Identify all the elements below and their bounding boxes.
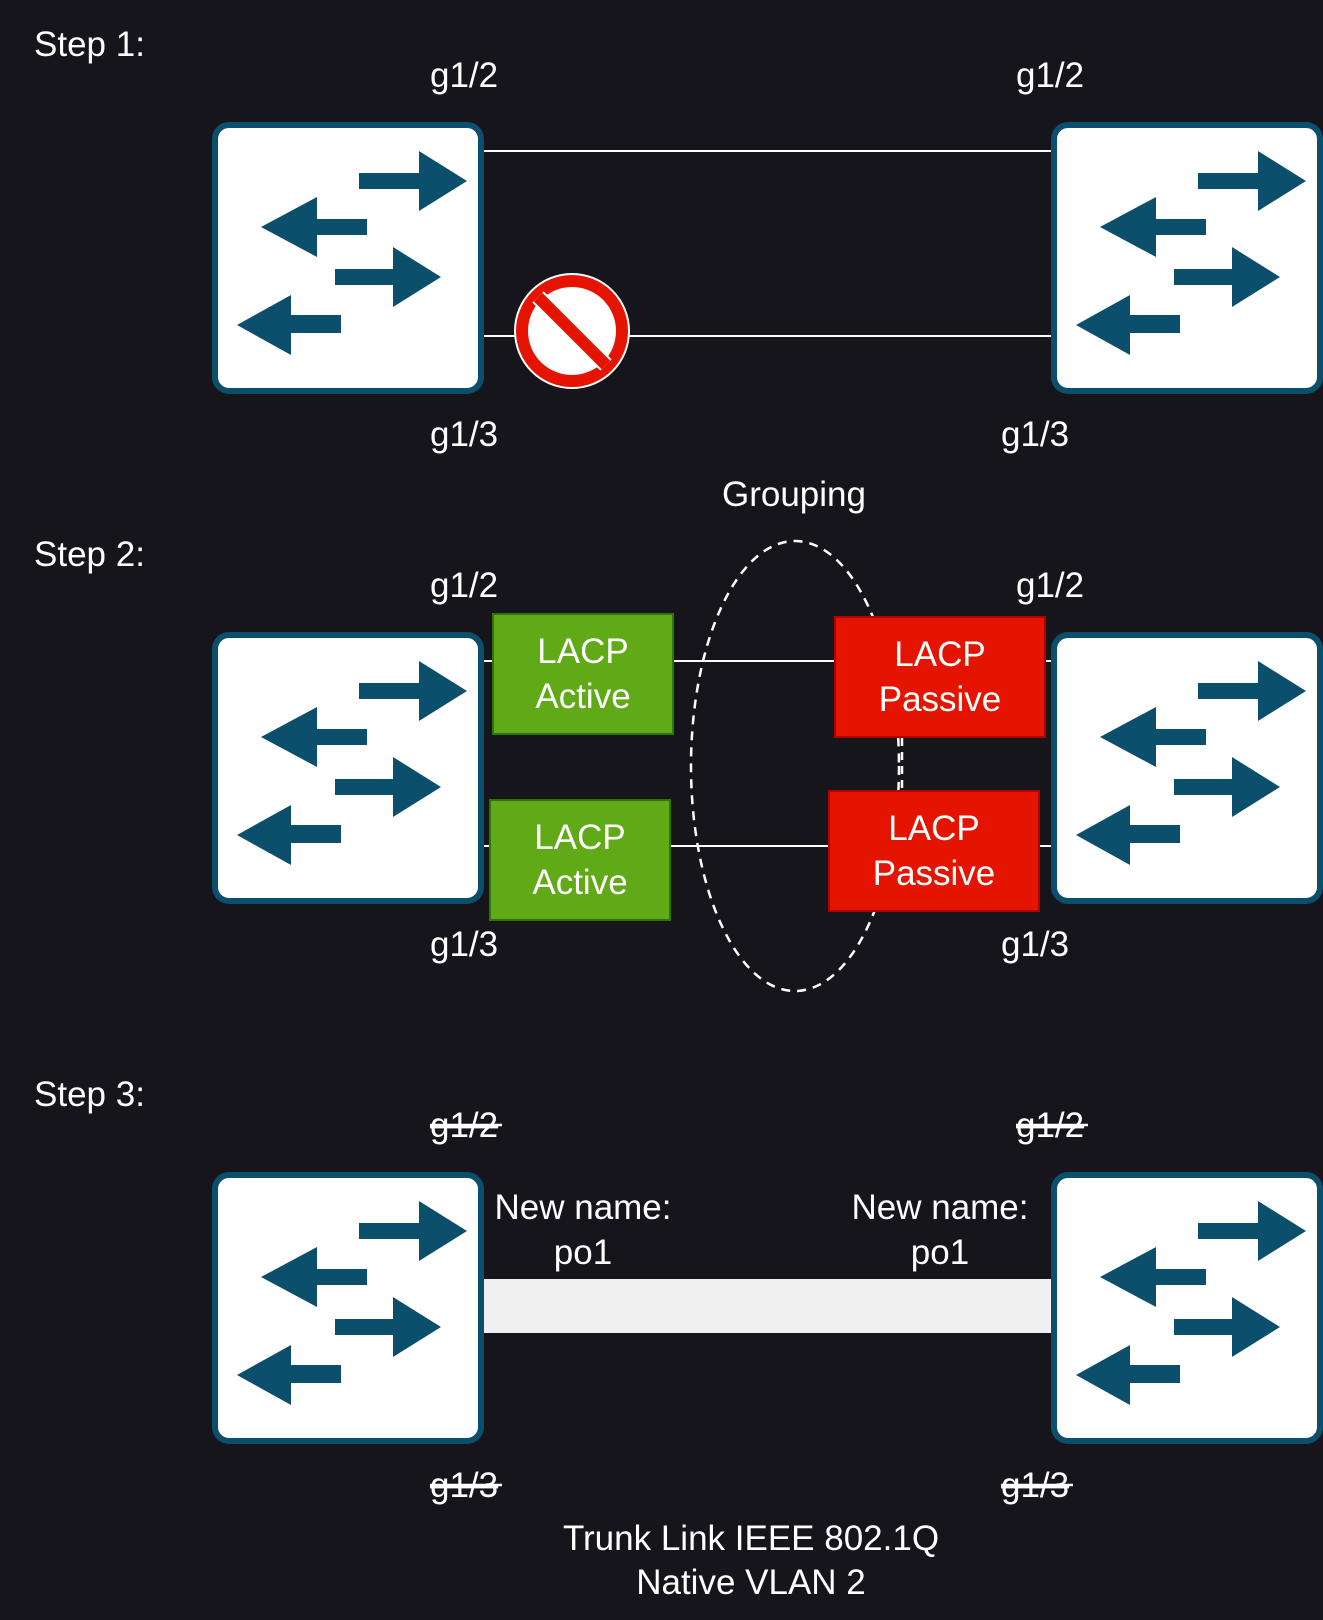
left-switch-icon xyxy=(215,1175,481,1441)
step-1-label: Step 1: xyxy=(34,25,145,64)
grouping-label: Grouping xyxy=(722,475,866,514)
lacp-passive-box: LACP Passive xyxy=(828,790,1040,912)
lacp-active-line1: LACP xyxy=(537,632,628,671)
lacp-passive-box: LACP Passive xyxy=(834,616,1046,738)
trunk-caption-line2: Native VLAN 2 xyxy=(636,1563,866,1602)
step-1: Step 1: g1/2 g1/2 g1/3 g1/3 xyxy=(34,25,1320,454)
lacp-active-line2: Active xyxy=(535,677,630,716)
right-new-name-line2: po1 xyxy=(911,1233,969,1272)
lacp-passive-line2: Passive xyxy=(873,854,996,893)
left-top-port-label: g1/2 xyxy=(430,566,498,605)
lacp-active-line1: LACP xyxy=(534,818,625,857)
prohibited-icon xyxy=(514,273,630,389)
left-bottom-port-label: g1/3 xyxy=(430,415,498,454)
right-top-port-label: g1/2 xyxy=(1016,566,1084,605)
left-new-name-line1: New name: xyxy=(494,1188,671,1227)
step-3-label: Step 3: xyxy=(34,1075,145,1114)
trunk-caption-line1: Trunk Link IEEE 802.1Q xyxy=(563,1519,939,1558)
right-switch-icon xyxy=(1054,125,1320,391)
right-new-name-line1: New name: xyxy=(851,1188,1028,1227)
lacp-active-box: LACP Active xyxy=(492,613,674,735)
right-top-port-label: g1/2 xyxy=(1016,56,1084,95)
right-switch-icon xyxy=(1054,1175,1320,1441)
lacp-passive-line2: Passive xyxy=(879,680,1002,719)
grouping-ellipse xyxy=(689,539,901,993)
lacp-passive-line1: LACP xyxy=(894,635,985,674)
port-channel-bar xyxy=(478,1279,1062,1333)
left-bottom-port-label: g1/3 xyxy=(430,925,498,964)
step-2-label: Step 2: xyxy=(34,535,145,574)
lacp-active-box: LACP Active xyxy=(489,799,671,921)
lacp-passive-line1: LACP xyxy=(888,809,979,848)
right-switch-icon xyxy=(1054,635,1320,901)
right-bottom-port-label: g1/3 xyxy=(1001,415,1069,454)
left-top-port-label: g1/2 xyxy=(430,56,498,95)
left-switch-icon xyxy=(215,635,481,901)
lacp-active-line2: Active xyxy=(532,863,627,902)
left-switch-icon xyxy=(215,125,481,391)
step-3: Step 3: g1/2 g1/2 g1/3 g1/3 New name: po… xyxy=(34,1075,1320,1602)
step-2: Grouping Step 2: g1/2 g1/2 g1/3 g1/3 LAC… xyxy=(34,475,1320,993)
right-bottom-port-label: g1/3 xyxy=(1001,925,1069,964)
left-new-name-line2: po1 xyxy=(554,1233,612,1272)
